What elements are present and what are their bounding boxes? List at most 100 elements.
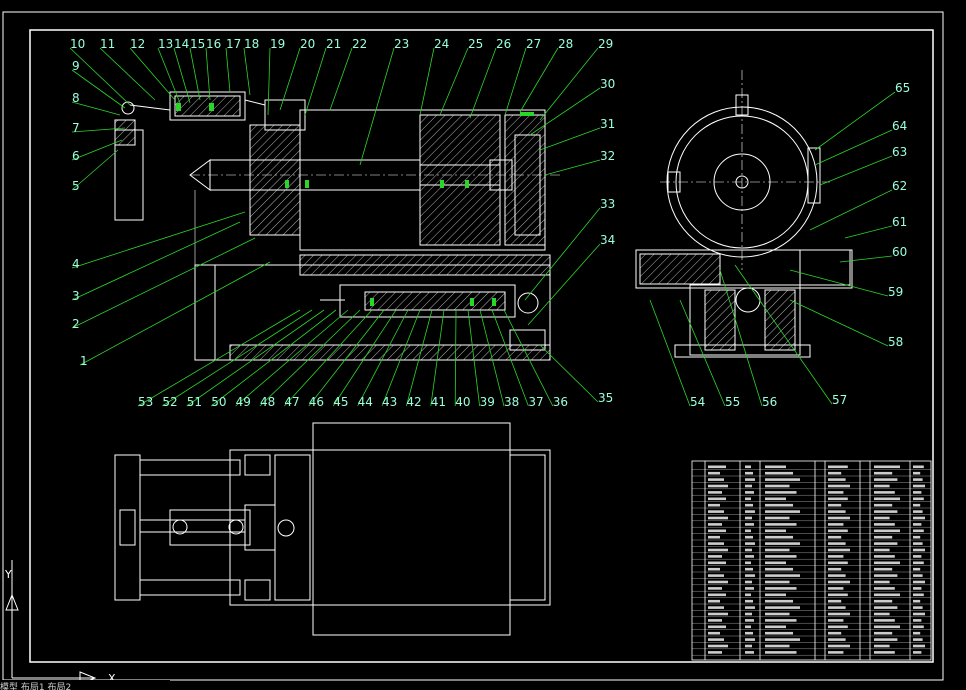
table-cell-text [765, 599, 793, 603]
table-cell-text [765, 548, 790, 552]
leader-line [225, 47, 231, 93]
table-cell-text [828, 619, 844, 622]
leader-line [173, 47, 191, 104]
part-number-label: 4 [72, 257, 80, 271]
table-cell-text [913, 478, 923, 481]
table-cell-text [874, 587, 895, 590]
leader-line [381, 309, 421, 407]
part-number-label: 61 [892, 215, 907, 229]
table-cell-text [874, 599, 893, 603]
leader-line [649, 299, 691, 407]
table-cell-text [828, 651, 844, 654]
part-number-label: 32 [600, 149, 615, 163]
table-cell-text [765, 478, 800, 481]
table-cell-text [765, 561, 786, 565]
table-cell-text [708, 465, 726, 469]
leader-line [734, 264, 833, 405]
part-number-label: 15 [190, 37, 205, 51]
table-cell-text [745, 593, 751, 597]
table-cell-text [874, 625, 900, 629]
table-cell-text [745, 491, 754, 494]
table-cell-text [708, 638, 724, 641]
table-cell-text [765, 593, 786, 597]
part-number-label: 23 [394, 37, 409, 51]
part-number-label: 17 [226, 37, 241, 51]
table-cell-text [708, 529, 726, 533]
leader-line [71, 69, 126, 109]
table-cell-text [765, 644, 790, 648]
table-cell-text [708, 644, 728, 648]
table-cell-text [745, 523, 754, 526]
table-cell-text [745, 619, 754, 622]
leader-line [814, 91, 896, 151]
table-cell-text [708, 561, 726, 565]
table-cell-text [828, 567, 842, 571]
table-cell-text [874, 555, 895, 558]
table-cell-text [913, 555, 922, 558]
part-number-label: 60 [892, 245, 907, 259]
side-view [635, 70, 853, 358]
table-cell-text [745, 651, 754, 654]
table-cell-text [913, 561, 924, 565]
table-cell-text [745, 535, 753, 539]
table-cell-text [765, 631, 793, 635]
leader-line [519, 47, 559, 113]
part-number-label: 19 [270, 37, 285, 51]
part-number-label: 34 [600, 233, 615, 247]
part-number-label: 24 [434, 37, 449, 51]
part-number-label: 31 [600, 117, 615, 131]
table-cell-text [708, 599, 720, 603]
part-number-label: 33 [600, 197, 615, 211]
table-cell-text [874, 516, 890, 520]
leader-line [329, 47, 353, 111]
plan-view [114, 422, 551, 636]
leader-line [491, 309, 529, 407]
svg-text:Y: Y [4, 568, 12, 581]
table-cell-text [828, 625, 848, 629]
table-cell-text [708, 535, 720, 539]
layout-tabs[interactable]: 模型 布局1 布局2 [0, 680, 170, 690]
table-cell-text [708, 567, 720, 571]
part-number-label: 47 [284, 395, 299, 409]
table-cell-text [913, 497, 924, 501]
table-cell-text [828, 471, 842, 475]
part-number-label: 1 [80, 354, 88, 368]
table-cell-text [745, 574, 755, 577]
leader-line [186, 309, 325, 407]
table-cell-text [745, 503, 753, 507]
table-cell-text [913, 638, 923, 641]
part-number-label: 48 [260, 395, 275, 409]
leader-line [809, 189, 893, 231]
table-cell-text [765, 542, 800, 545]
table-cell-text [874, 535, 893, 539]
part-number-label: 21 [326, 37, 341, 51]
part-number-label: 2 [72, 317, 80, 331]
drawing-frame [2, 11, 944, 681]
title-block [691, 460, 932, 661]
table-cell-text [765, 638, 800, 641]
table-cell-text [745, 625, 751, 629]
table-cell-text [765, 587, 797, 590]
part-number-label: 27 [526, 37, 541, 51]
leader-line [189, 47, 201, 101]
table-cell-text [913, 567, 921, 571]
part-number-label: 29 [598, 37, 613, 51]
table-cell-text [913, 619, 922, 622]
table-cell-text [745, 516, 752, 520]
part-number-label: 63 [892, 145, 907, 159]
table-cell-text [765, 471, 793, 475]
part-number-label: 25 [468, 37, 483, 51]
table-cell-text [765, 484, 790, 488]
part-number-label: 58 [888, 335, 903, 349]
leader-line [357, 309, 409, 407]
leader-line [157, 47, 181, 104]
leader-line [71, 139, 123, 161]
table-cell-text [708, 510, 724, 513]
table-cell-text [765, 503, 793, 507]
table-cell-text [874, 503, 893, 507]
front-section-view [114, 91, 560, 361]
table-cell-text [828, 523, 844, 526]
table-cell-text [913, 516, 925, 520]
leader-line [259, 309, 361, 407]
